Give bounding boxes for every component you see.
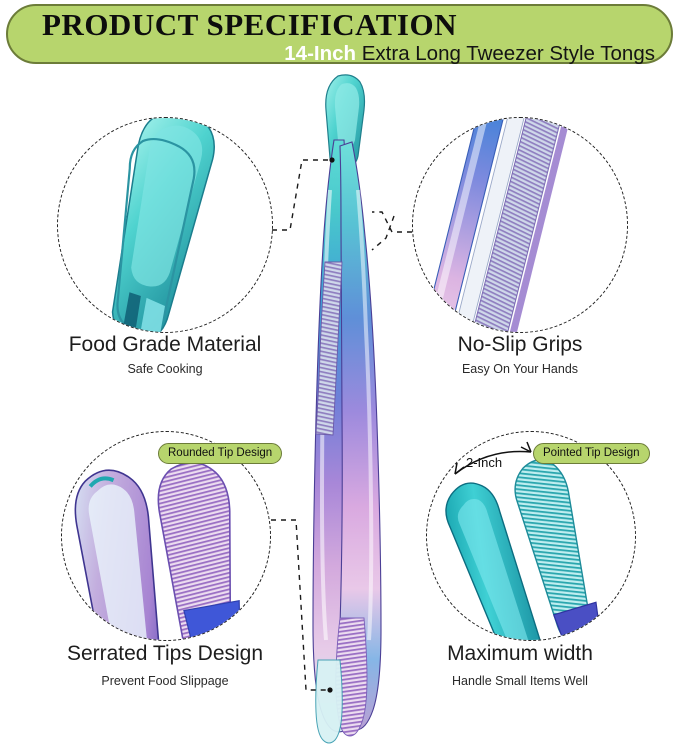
feature-circle-serrated-tips — [61, 431, 271, 641]
measurement-label-2-inch: 2-Inch — [466, 455, 503, 470]
tweezer-head — [325, 74, 366, 169]
header-subtitle: 14-Inch Extra Long Tweezer Style Tongs — [284, 42, 655, 66]
leader-line-tr-bend — [371, 215, 395, 251]
feature-circle-maximum-width — [426, 431, 636, 641]
feature-subtitle-serrated-tips: Prevent Food Slippage — [101, 674, 229, 688]
feature-subtitle-maximum-width: Handle Small Items Well — [452, 674, 588, 688]
page-title: PRODUCT SPECIFICATION — [42, 7, 457, 42]
feature-circle-no-slip-grips — [412, 117, 628, 333]
header-subtitle-highlight: 14-Inch — [284, 42, 357, 65]
leader-dot-bottom-left — [327, 687, 333, 693]
leader-line-top-left — [272, 159, 330, 231]
leader-line-top-right — [372, 211, 412, 233]
feature-title-no-slip-grips: No-Slip Grips — [457, 333, 583, 356]
leader-lines — [271, 159, 412, 691]
feature-title-maximum-width: Maximum width — [447, 642, 593, 665]
tweezer-rounded-tip — [315, 659, 343, 744]
header-subtitle-rest: Extra Long Tweezer Style Tongs — [356, 42, 655, 65]
feature-circle-food-grade-material — [57, 117, 273, 333]
badge-rounded-tip-design: Rounded Tip Design — [158, 443, 283, 464]
feature-title-serrated-tips: Serrated Tips Design — [66, 642, 264, 665]
header-banner: PRODUCT SPECIFICATION 14-Inch Extra Long… — [6, 4, 673, 66]
feature-subtitle-food-grade-material: Safe Cooking — [127, 362, 203, 376]
leader-dot-top-left — [329, 157, 335, 163]
feature-subtitle-no-slip-grips: Easy On Your Hands — [461, 362, 579, 376]
badge-pointed-tip-design: Pointed Tip Design — [533, 443, 650, 464]
feature-title-food-grade-material: Food Grade Material — [68, 333, 262, 356]
